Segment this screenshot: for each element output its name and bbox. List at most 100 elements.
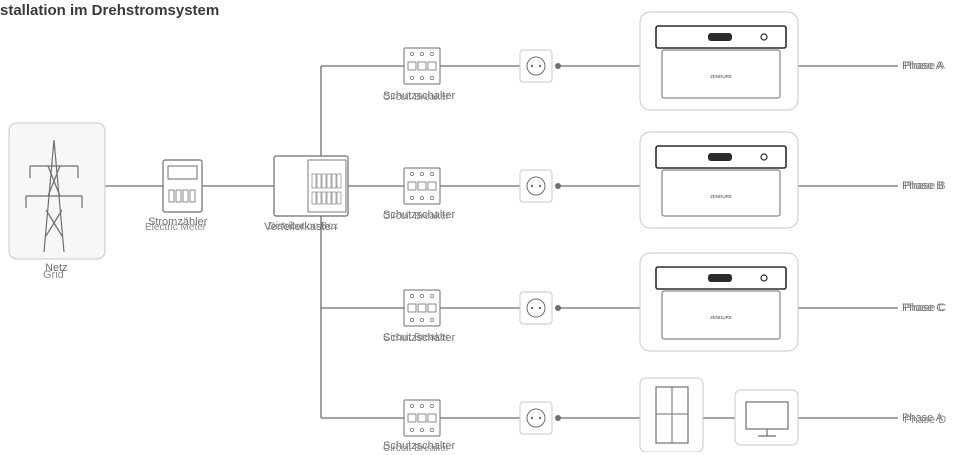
breaker-terminal	[410, 318, 414, 322]
breaker-terminal	[430, 76, 434, 80]
grid-frame	[8, 122, 106, 260]
socket-frame	[519, 169, 553, 203]
box-breaker	[336, 173, 342, 189]
circuit-breaker-icon	[403, 399, 441, 437]
breaker-switch	[427, 303, 437, 313]
phase-label-en-3: Phase C	[904, 302, 947, 314]
plug-dot	[555, 183, 561, 189]
socket-frame	[519, 401, 553, 435]
socket-pin	[530, 416, 534, 420]
breaker-label-en-2: Circuit Breaker	[383, 211, 450, 222]
breaker-terminal	[420, 404, 424, 408]
box-breaker	[321, 173, 327, 189]
circuit-breaker-icon	[403, 47, 441, 85]
breaker-terminal	[430, 428, 434, 432]
box-body	[273, 155, 349, 217]
breaker-terminal	[410, 404, 414, 408]
socket-face	[526, 408, 546, 428]
box-breaker	[336, 191, 342, 205]
wiring-lines	[105, 65, 898, 419]
grid-label-en: Grid	[43, 269, 64, 281]
breaker-label-en-4: Circuit Breaker	[383, 443, 450, 454]
meter-digit	[182, 189, 189, 203]
device-brand: ZENDURE	[710, 315, 732, 320]
box-breaker	[316, 173, 322, 189]
breaker-switch	[427, 413, 437, 423]
plug-dot	[555, 63, 561, 69]
socket-pin	[538, 416, 542, 420]
device-button	[760, 153, 768, 161]
socket-pin	[530, 64, 534, 68]
socket-face	[526, 298, 546, 318]
phase-label-de-2: Phase B	[902, 180, 944, 192]
breaker-label-de-3: Schutzschalter	[383, 332, 456, 344]
distribution-box-icon	[273, 155, 349, 217]
device-handle	[708, 153, 732, 161]
diagram-nodes: ZENDURE ZENDURE ZENDURE	[8, 11, 799, 452]
socket-pin	[530, 184, 534, 188]
pylon-brace-4	[45, 209, 63, 237]
breaker-terminal	[410, 294, 414, 298]
circuit-breaker-icon	[403, 289, 441, 327]
box-breaker	[311, 191, 317, 205]
socket-icon	[519, 169, 561, 203]
box-panel	[307, 159, 347, 213]
breaker-body	[403, 399, 441, 437]
breaker-terminal	[430, 404, 434, 408]
breaker-terminal	[420, 196, 424, 200]
breaker-label-en-3: Circuit Breaker	[383, 332, 450, 343]
device-brand: ZENDURE	[710, 74, 732, 79]
meter-label-en: Electric Meter	[145, 222, 207, 233]
device-handle	[708, 274, 732, 282]
breaker-label-de-4: Schutzschalter	[383, 440, 456, 452]
storage-device-icon: ZENDURE	[639, 252, 799, 352]
box-breaker	[311, 173, 317, 189]
breaker-label-de-1: Schutzschalter	[383, 90, 456, 102]
phase-label-en-2: Phase B	[904, 180, 946, 192]
meter-label-de: Stromzähler	[148, 216, 208, 228]
breaker-terminal	[430, 172, 434, 176]
device-brand: ZENDURE	[710, 194, 732, 199]
socket-face	[526, 56, 546, 76]
socket-icon	[519, 401, 561, 435]
breaker-switch	[407, 413, 417, 423]
box-breaker	[326, 173, 332, 189]
monitor-icon	[734, 389, 799, 446]
breaker-terminal	[430, 196, 434, 200]
breaker-switch	[417, 413, 427, 423]
breaker-terminal	[430, 52, 434, 56]
socket-pin	[538, 64, 542, 68]
breaker-terminal	[410, 52, 414, 56]
socket-pin	[530, 306, 534, 310]
box-breaker	[331, 191, 337, 205]
breaker-terminal	[420, 172, 424, 176]
breaker-switch	[407, 303, 417, 313]
meter-body	[162, 159, 203, 213]
storage-device-icon: ZENDURE	[639, 11, 799, 111]
plug-dot	[555, 305, 561, 311]
breaker-body	[403, 289, 441, 327]
grid-label-de: Netz	[45, 262, 68, 274]
box-breaker	[321, 191, 327, 205]
breaker-switch	[417, 181, 427, 191]
distribution-label-en: Distribution Box	[268, 221, 339, 232]
breaker-body	[403, 47, 441, 85]
monitor-frame	[734, 389, 799, 446]
socket-pin	[538, 184, 542, 188]
socket-face	[526, 176, 546, 196]
diagram-title: stallation im Drehstromsystem	[0, 2, 220, 19]
meter-digit	[175, 189, 182, 203]
device-battery	[661, 290, 781, 340]
breaker-label-en-1: Circuit Breaker	[383, 92, 450, 103]
device-button	[760, 274, 768, 282]
breaker-switch	[417, 61, 427, 71]
socket-frame	[519, 291, 553, 325]
meter-display	[167, 165, 198, 180]
phase-label-en-1: Phase A	[904, 60, 945, 72]
storage-device-icon: ZENDURE	[639, 131, 799, 229]
distribution-label-de: Verteilerkasten	[264, 221, 337, 233]
phase-label-de-1: Phase A	[902, 60, 943, 72]
box-breaker	[316, 191, 322, 205]
